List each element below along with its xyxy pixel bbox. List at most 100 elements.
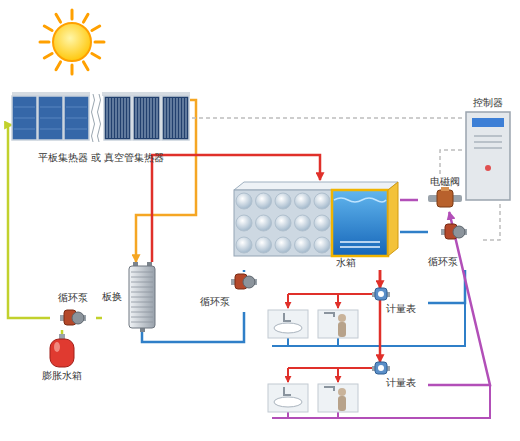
fixture-frame — [318, 310, 358, 338]
valve-body — [437, 190, 453, 207]
vacuum-tube-panel — [162, 96, 189, 140]
circulation-pump: 循环泵 — [428, 220, 480, 270]
node-shape — [228, 180, 400, 270]
tank-tile — [295, 193, 311, 209]
faucet — [284, 387, 291, 395]
hot-pipe — [288, 294, 372, 308]
tank-tile — [236, 215, 252, 231]
vacuum-tubes — [107, 98, 128, 138]
basin — [274, 397, 302, 407]
controller-cabinet — [466, 112, 510, 200]
valve-coil — [441, 187, 449, 191]
pipe — [243, 270, 246, 272]
person-head — [338, 388, 346, 396]
tank-tile — [256, 193, 272, 209]
tank-tile — [314, 215, 330, 231]
plate-heat-exchanger: 板换 — [102, 262, 162, 332]
panel-grid — [40, 107, 61, 129]
washbasin — [268, 384, 308, 412]
control-wire — [440, 150, 462, 176]
tank-tile — [256, 215, 272, 231]
expansion-vessel — [50, 339, 74, 367]
sun — [40, 10, 104, 74]
tank-tile — [295, 215, 311, 231]
shower — [318, 310, 358, 338]
pipe — [428, 212, 490, 385]
faucet — [284, 313, 291, 321]
flow-meter: 计量表 — [372, 288, 428, 318]
flow-arrow — [337, 374, 339, 382]
heat-exchanger-plates — [129, 266, 155, 328]
node-label: 膨胀水箱 — [30, 370, 94, 382]
heating-coil — [340, 242, 380, 247]
tank-tile — [314, 193, 330, 209]
tank-tile — [236, 193, 252, 209]
node-label: 板换 — [102, 291, 128, 303]
hot-pipe — [288, 368, 372, 382]
node-label: 水箱 — [336, 257, 376, 269]
node-label: 循环泵 — [200, 296, 240, 308]
washbasin — [268, 310, 308, 338]
person-body — [338, 322, 346, 337]
control-wire — [480, 204, 500, 240]
node-shape — [462, 96, 514, 204]
vacuum-tubes — [165, 98, 186, 138]
panel-grid — [14, 107, 35, 129]
tank-tile — [275, 237, 291, 253]
node-label: 平板集热器 或 真空管集热器 — [12, 152, 190, 164]
flow-arrow — [287, 300, 289, 308]
meter-dial — [378, 365, 384, 371]
fixture-frame — [268, 310, 308, 338]
tank-tile — [295, 237, 311, 253]
flat-plate-panel — [64, 96, 89, 140]
pipe — [400, 199, 418, 202]
panel-grid — [66, 107, 87, 129]
vacuum-tubes — [136, 98, 157, 138]
pipe — [96, 317, 102, 320]
controller-switches — [474, 136, 502, 148]
indicator-light — [485, 165, 491, 171]
meter-dial — [378, 291, 384, 297]
tank-cutaway — [332, 190, 388, 256]
shower — [318, 384, 358, 412]
tank-panels — [234, 190, 332, 256]
person-head — [338, 314, 346, 322]
flow-meter: 计量表 — [372, 362, 428, 392]
node-label: 控制器 — [462, 97, 514, 109]
pump-head — [243, 276, 255, 288]
pipe — [61, 330, 64, 334]
tank-tile — [275, 215, 291, 231]
node-label: 循环泵 — [50, 292, 96, 304]
controller-box: 控制器 — [462, 96, 514, 204]
plate-lines — [131, 272, 153, 322]
pump-head — [72, 312, 84, 324]
sun-rays — [40, 10, 104, 74]
flat-plate-panel — [38, 96, 63, 140]
node-label: 计量表 — [386, 377, 428, 389]
pipe — [379, 270, 382, 362]
person-body — [338, 396, 346, 411]
tank-tile — [256, 237, 272, 253]
solar-collector: 平板集热器 或 真空管集热器 — [12, 92, 190, 172]
circulation-pump: 循环泵 — [200, 272, 260, 312]
tank-tile — [275, 193, 291, 209]
node-label: 循环泵 — [428, 256, 468, 268]
flow-arrow — [287, 374, 289, 382]
circulation-pump: 循环泵 — [50, 290, 96, 330]
pipe — [142, 312, 244, 342]
fixture-frame — [318, 384, 358, 412]
flow-arrow — [337, 300, 339, 308]
sun-disc — [53, 23, 91, 61]
tank-side — [388, 182, 398, 256]
flat-plate-panel — [12, 96, 37, 140]
node-label: 计量表 — [386, 303, 428, 315]
tank-tile — [314, 237, 330, 253]
controller-display — [472, 118, 504, 127]
tank-tile — [236, 237, 252, 253]
expansion-tank: 膨胀水箱 — [30, 334, 94, 384]
vessel-highlight — [54, 342, 60, 352]
shower-head — [324, 387, 334, 391]
meter-body — [375, 362, 387, 374]
